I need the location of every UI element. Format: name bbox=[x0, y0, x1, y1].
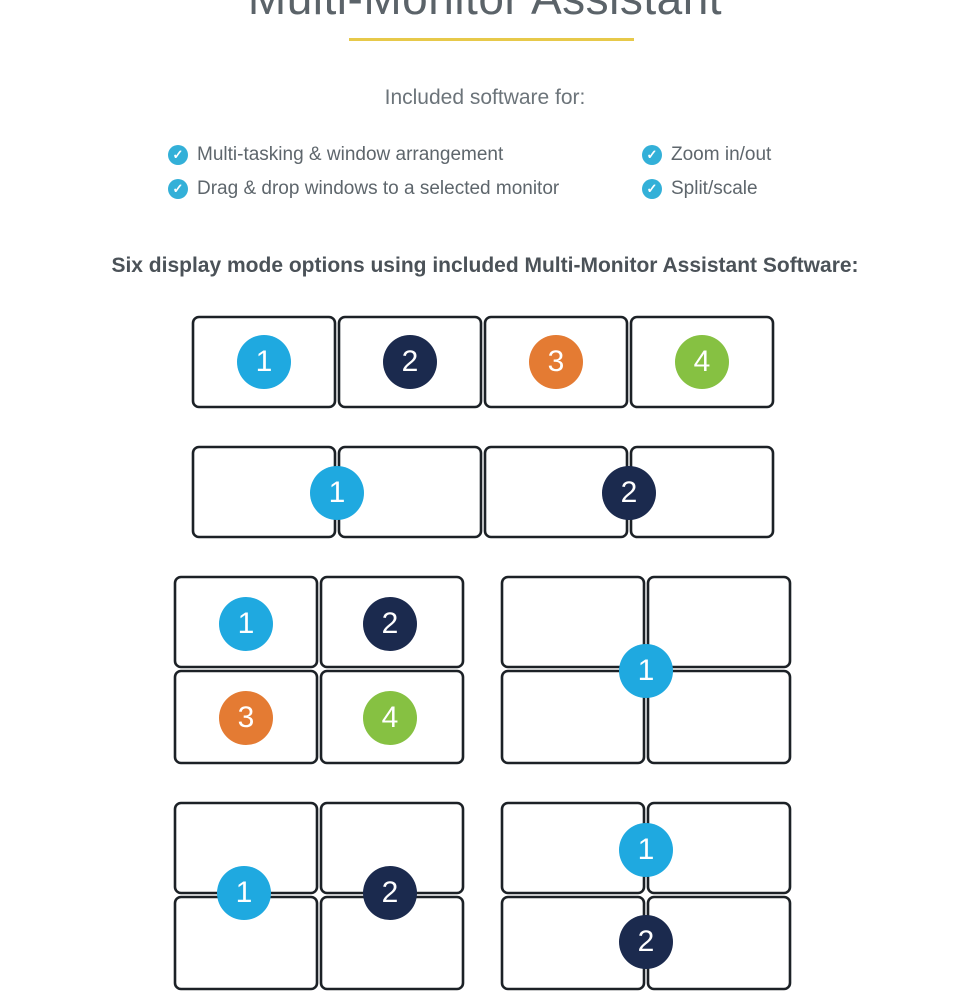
svg-text:1: 1 bbox=[238, 607, 255, 640]
svg-text:4: 4 bbox=[694, 345, 711, 378]
svg-text:2: 2 bbox=[402, 345, 419, 378]
monitor-frame bbox=[646, 669, 792, 765]
display-badge: 1 bbox=[217, 866, 271, 920]
feature-label: Multi-tasking & window arrangement bbox=[197, 144, 504, 165]
svg-text:1: 1 bbox=[638, 833, 655, 866]
display-mode-diagram: 1 2 bbox=[191, 445, 775, 539]
svg-text:3: 3 bbox=[548, 345, 565, 378]
display-mode-four-across: 1 2 3 4 bbox=[190, 314, 776, 410]
feature-label: Drag & drop windows to a selected monito… bbox=[197, 178, 560, 199]
display-badge: 2 bbox=[619, 915, 673, 969]
svg-text:4: 4 bbox=[382, 701, 399, 734]
svg-text:2: 2 bbox=[638, 925, 655, 958]
display-mode-grid-two-columns: 1 2 bbox=[172, 800, 468, 1000]
display-badge: 2 bbox=[602, 466, 656, 520]
display-badge: 2 bbox=[383, 335, 437, 389]
display-badge: 3 bbox=[529, 335, 583, 389]
check-icon: ✓ bbox=[168, 145, 188, 165]
display-badge: 4 bbox=[363, 691, 417, 745]
display-badge: 2 bbox=[363, 866, 417, 920]
feature-item: ✓ Zoom in/out bbox=[642, 142, 771, 168]
display-badge: 1 bbox=[219, 597, 273, 651]
check-icon: ✓ bbox=[642, 145, 662, 165]
display-mode-diagram: 1 2 3 4 bbox=[173, 575, 465, 765]
feature-item: ✓ Drag & drop windows to a selected moni… bbox=[168, 176, 559, 202]
svg-text:1: 1 bbox=[256, 345, 273, 378]
monitor-frame bbox=[646, 575, 792, 669]
display-badge: 1 bbox=[619, 644, 673, 698]
svg-text:1: 1 bbox=[236, 876, 253, 909]
display-mode-diagram: 1 bbox=[500, 575, 792, 765]
display-mode-grid-two-rows: 1 2 bbox=[499, 800, 795, 1000]
display-mode-grid-four-independent: 1 2 3 4 bbox=[172, 574, 468, 766]
svg-text:2: 2 bbox=[382, 607, 399, 640]
title-underline bbox=[349, 38, 634, 41]
monitor-frame bbox=[500, 575, 646, 669]
display-badge: 4 bbox=[675, 335, 729, 389]
check-icon: ✓ bbox=[642, 179, 662, 199]
feature-label: Split/scale bbox=[671, 178, 758, 199]
display-mode-diagram: 1 2 bbox=[500, 801, 792, 991]
feature-label: Zoom in/out bbox=[671, 144, 772, 165]
display-mode-diagram: 1 2 bbox=[173, 801, 465, 991]
display-badge: 1 bbox=[237, 335, 291, 389]
check-icon: ✓ bbox=[168, 179, 188, 199]
display-badge: 1 bbox=[619, 823, 673, 877]
svg-text:2: 2 bbox=[382, 876, 399, 909]
display-badge: 1 bbox=[310, 466, 364, 520]
display-badge: 3 bbox=[219, 691, 273, 745]
svg-text:1: 1 bbox=[329, 476, 346, 509]
feature-item: ✓ Split/scale bbox=[642, 176, 758, 202]
display-mode-two-across-pairs: 1 2 bbox=[190, 444, 776, 540]
display-mode-grid-one-span: 1 bbox=[499, 574, 795, 766]
svg-text:3: 3 bbox=[238, 701, 255, 734]
page-title: Multi-Monitor Assistant bbox=[0, 0, 970, 24]
display-badge: 2 bbox=[363, 597, 417, 651]
feature-item: ✓ Multi-tasking & window arrangement bbox=[168, 142, 503, 168]
monitor-frame bbox=[500, 669, 646, 765]
svg-text:2: 2 bbox=[621, 476, 638, 509]
svg-text:1: 1 bbox=[638, 654, 655, 687]
intro-text: Included software for: bbox=[384, 86, 586, 109]
modes-heading: Six display mode options using included … bbox=[111, 254, 859, 277]
display-mode-diagram: 1 2 3 4 bbox=[191, 315, 775, 409]
